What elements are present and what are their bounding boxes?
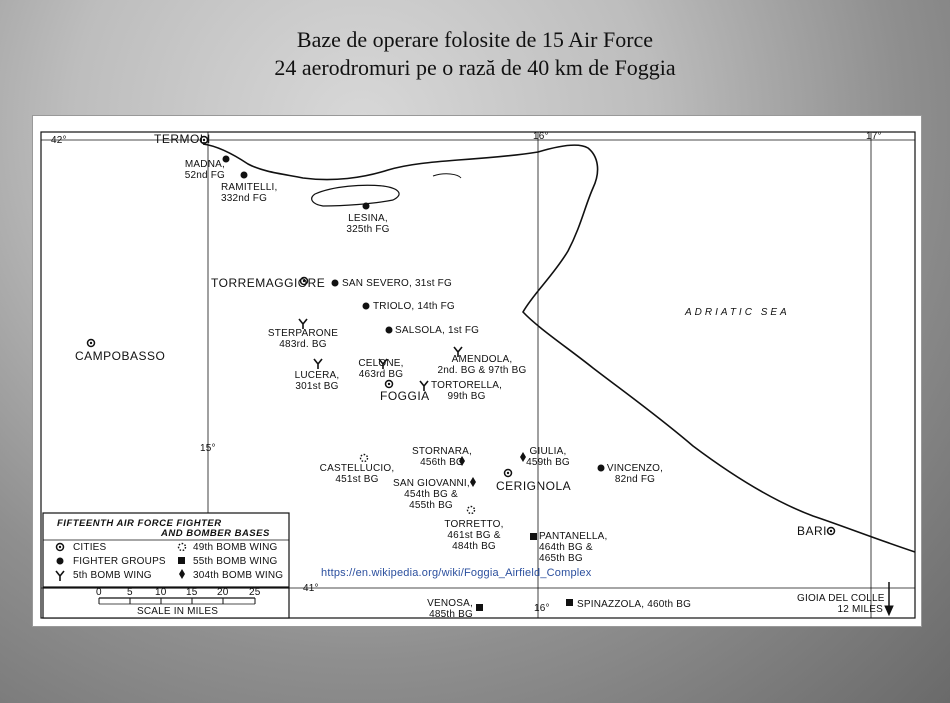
map-drawing <box>40 131 916 619</box>
map-image: 42° 41° 15° 16° 16° 17° ADRIATIC SEA TER… <box>33 116 921 626</box>
lon-15-label: 15° <box>200 443 216 454</box>
lon-16-bottom-label: 16° <box>534 603 550 614</box>
base-gioia-del-colle: GIOIA DEL COLLE 12 MILES <box>797 593 885 615</box>
base-castellucio: CASTELLUCIO, 451st BG <box>319 463 395 485</box>
lat-41-label: 41° <box>303 583 319 594</box>
lat-42-label: 42° <box>51 135 67 146</box>
map-border <box>40 131 916 619</box>
city-torremaggiore: TORREMAGGIORE <box>211 276 326 290</box>
lesina-lagoon <box>311 184 400 207</box>
forty-ninth-bomb-wing-markers <box>359 453 476 515</box>
city-foggia: FOGGIA <box>380 389 430 403</box>
base-san-severo: SAN SEVERO, 31st FG <box>342 278 452 289</box>
scale-tick-25: 25 <box>249 587 261 598</box>
base-spinazzola: SPINAZZOLA, 460th BG <box>577 599 692 610</box>
base-tortorella: TORTORELLA, 99th BG <box>431 380 503 402</box>
city-campobasso: CAMPOBASSO <box>75 349 166 363</box>
base-triolo: TRIOLO, 14th FG <box>373 301 455 312</box>
slide-title: Baze de operare folosite de 15 Air Force… <box>0 26 950 82</box>
city-cerignola: CERIGNOLA <box>496 479 572 493</box>
legend-box <box>42 512 290 588</box>
base-lesina: LESINA, 325th FG <box>346 213 390 235</box>
scale-tick-5: 5 <box>127 587 133 598</box>
legend-fighter-groups: FIGHTER GROUPS <box>73 556 166 567</box>
scale-box <box>42 587 290 619</box>
legend-cities: CITIES <box>73 542 107 553</box>
base-pantanella: PANTANELLA, 464th BG & 465th BG <box>539 531 608 564</box>
scale-label: SCALE IN MILES <box>137 606 219 617</box>
coastline <box>202 143 916 553</box>
base-lucera: LUCERA, 301st BG <box>294 370 340 392</box>
fifth-bomb-wing-markers <box>298 318 463 391</box>
scale-tick-10: 10 <box>155 587 167 598</box>
lon-17-label: 17° <box>866 131 882 142</box>
base-vincenzo: VINCENZO, 82nd FG <box>606 463 664 485</box>
legend-49th-bomb-wing: 49th BOMB WING <box>193 542 278 553</box>
legend-304th-bomb-wing: 304th BOMB WING <box>193 570 284 581</box>
base-sterparone: STERPARONE 483rd. BG <box>267 328 339 350</box>
city-bari: BARI <box>797 524 828 538</box>
title-line-2: 24 aerodromuri pe o rază de 40 km de Fog… <box>274 55 676 80</box>
adriatic-sea-label: ADRIATIC SEA <box>685 307 790 318</box>
base-celone: CELONE, 463rd BG <box>358 358 404 380</box>
base-ramitelli: RAMITELLI, 332nd FG <box>221 182 278 204</box>
lon-16-top-label: 16° <box>533 131 549 142</box>
legend-55th-bomb-wing: 55th BOMB WING <box>193 556 278 567</box>
scale-tick-15: 15 <box>186 587 198 598</box>
legend-5th-bomb-wing: 5th BOMB WING <box>73 570 152 581</box>
title-line-1: Baze de operare folosite de 15 Air Force <box>296 27 654 52</box>
varano-lagoon <box>432 173 462 179</box>
source-url-link[interactable]: https://en.wikipedia.org/wiki/Foggia_Air… <box>321 567 592 579</box>
base-giulia: GIULIA, 459th BG <box>526 446 570 468</box>
base-venosa: VENOSA, 485th BG <box>427 598 473 620</box>
legend-title-line-2: AND BOMBER BASES <box>161 528 270 539</box>
three-oh-four-bomb-wing-markers <box>459 452 526 487</box>
legend-title-line-1: FIFTEENTH AIR FORCE FIGHTER <box>57 518 222 529</box>
base-salsola: SALSOLA, 1st FG <box>395 325 480 336</box>
city-termoli: TERMOLI <box>154 132 211 146</box>
fighter-group-markers <box>222 155 605 472</box>
scale-tick-20: 20 <box>217 587 229 598</box>
city-markers <box>86 135 836 536</box>
gioia-arrow <box>884 582 894 617</box>
base-torretto: TORRETTO, 461st BG & 484th BG <box>444 519 504 552</box>
base-madna: MADNA, 52nd FG <box>184 159 225 181</box>
fifty-fifth-bomb-wing-markers <box>476 533 573 611</box>
scale-tick-0: 0 <box>96 587 102 598</box>
base-amendola: AMENDOLA, 2nd. BG & 97th BG <box>437 354 527 376</box>
base-san-giovanni: SAN GIOVANNI, 454th BG & 455th BG <box>393 478 470 511</box>
base-stornara: STORNARA, 456th BG <box>412 446 472 468</box>
